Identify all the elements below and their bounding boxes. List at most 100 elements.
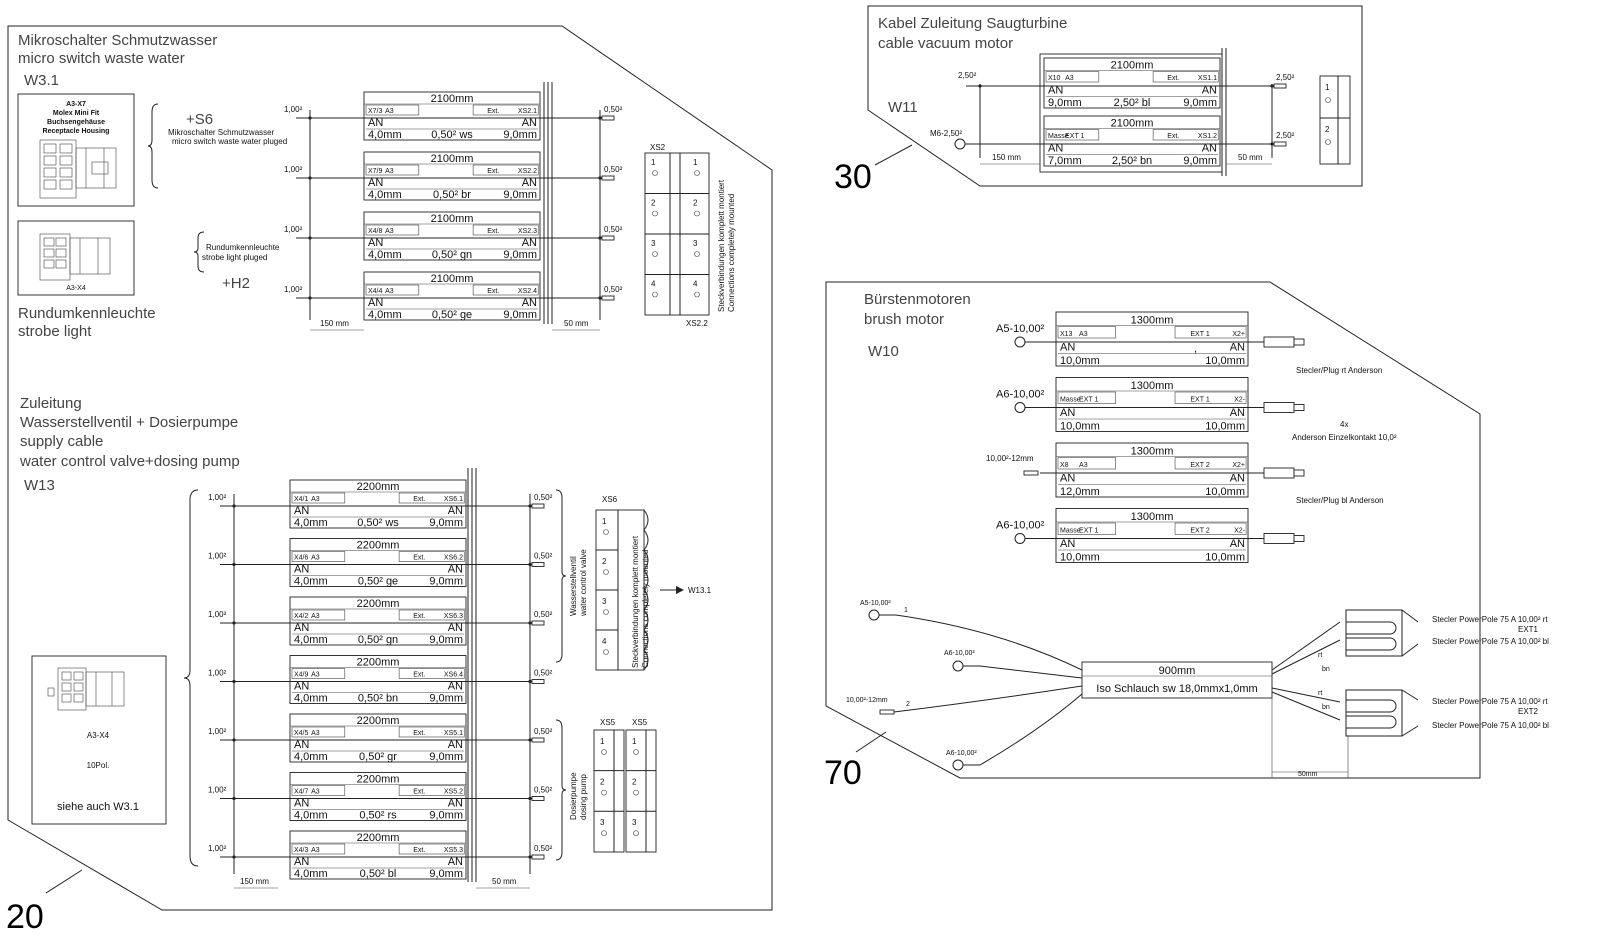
- pp-rt-2: Stecler PowerPole 75 A 10,00² rt: [1432, 697, 1548, 706]
- brace-xs6: [555, 489, 567, 663]
- w31-row-2-ext: Ext.: [487, 168, 499, 175]
- w13-row-1-dst-cell: [398, 492, 465, 504]
- w10-code: W10: [868, 343, 899, 360]
- w13-row-4-box: [289, 655, 467, 704]
- w31-row-3-an-right: AN: [522, 237, 537, 249]
- w10-row-1-length: 1300mm: [1131, 315, 1174, 327]
- w31-cs-out-2: 0,50²: [604, 165, 623, 174]
- w13-row-1-box: [289, 479, 467, 529]
- w13-row-6-an-right: AN: [448, 798, 463, 810]
- pp-ext1: EXT1: [1518, 625, 1539, 634]
- w13-row-2-dst-cell: [398, 551, 465, 562]
- w13-row-3-spec: 0,50² gn: [358, 634, 398, 646]
- w31-row-1-src-cell: [365, 104, 420, 116]
- w31-row-4-right-val: 9,0mm: [503, 309, 537, 321]
- w13-row-5-an-left: AN: [294, 739, 309, 751]
- w11-row-1-length: 2100mm: [1111, 60, 1154, 72]
- leader-30: [874, 144, 913, 166]
- w11-out-2-ferrule: [1273, 141, 1287, 147]
- w10-row-1-an-right: AN: [1230, 342, 1245, 354]
- w13-out-5-ferrule: [531, 737, 545, 743]
- w31-row-4-ext: Ext.: [487, 288, 499, 295]
- xs6-label: XS6: [602, 495, 618, 504]
- w11-row-1-spec: 2,50² bl: [1114, 97, 1151, 109]
- w10-row-1-dst: X2+: [1232, 331, 1245, 338]
- w13-row-6-a: A3: [311, 789, 320, 796]
- wire-a5-ring-icon: [868, 609, 880, 621]
- w10-row-2-dst: X2-: [1234, 397, 1246, 404]
- w31-row-4-spec: 0,50² ge: [432, 309, 472, 321]
- w31-row-4-dst: XS2.4: [518, 288, 537, 295]
- xs22-pin-hole-1: [694, 170, 700, 176]
- w13-row-1-an-left: AN: [294, 505, 309, 517]
- w13-row-2-left-val: 4,0mm: [294, 576, 328, 588]
- xs2-pin-hole-3: [652, 251, 658, 257]
- w13-row-3-src-cell: [291, 609, 346, 621]
- xs22-pin-4: 4: [693, 280, 698, 289]
- w13-row-2-a: A3: [311, 555, 320, 562]
- w13-row-3-right-val: 9,0mm: [429, 634, 463, 646]
- out-wire-rt1: [1271, 621, 1341, 671]
- w11-title-2: cable vacuum motor: [878, 35, 1013, 52]
- w11-row-2-an-right: AN: [1202, 143, 1217, 155]
- w13-row-1-length: 2200mm: [357, 481, 400, 493]
- w13-a3x4-label: A3-X4: [87, 731, 110, 740]
- xs5-body-b: [625, 729, 657, 853]
- w31-row-4-a: A3: [385, 288, 394, 295]
- w11-out-1-ferrule: [1273, 83, 1287, 89]
- w31-row-2-right-val: 9,0mm: [503, 189, 537, 201]
- out-wire-bn1: [1271, 639, 1341, 675]
- connector-a3x4-frame: [17, 220, 135, 296]
- w31-row-3-src-cell: [365, 224, 420, 236]
- xs2-pin-hole-4: [652, 291, 658, 298]
- w10-row-2-an-right: AN: [1230, 407, 1245, 419]
- w13-row-2-dst: XS6.2: [444, 555, 463, 562]
- w31-row-2-an-right: AN: [522, 177, 537, 189]
- w13-row-4-src-cell: [291, 668, 346, 679]
- w31-cs-out-1: 0,50²: [604, 105, 623, 114]
- w13-see: siehe auch W3.1: [57, 801, 139, 813]
- w31-row-3-dst: XS2.3: [518, 228, 537, 235]
- brace-w13: [183, 489, 199, 867]
- xs6-pin-2: 2: [602, 557, 607, 566]
- w13-row-7-dst-cell: [398, 843, 465, 855]
- w31-cs-in-1: 1,00²: [284, 105, 303, 114]
- w13-row-7-dst: XS5.3: [444, 847, 463, 854]
- hose-spec: Iso Schlauch sw 18,0mmx1,0mm: [1096, 683, 1257, 695]
- w13-row-7-a: A3: [311, 847, 320, 854]
- w13-row-4-left-val: 4,0mm: [294, 693, 328, 705]
- w10-plug-body-4: [1263, 533, 1295, 544]
- xs6-pin-hole-3: [603, 609, 609, 615]
- w13-poles: 10Pol.: [87, 761, 110, 770]
- xs6-pin-3: 3: [602, 597, 607, 606]
- wire-a5-path: [895, 614, 1083, 671]
- w10-row-4-src: Masse: [1060, 528, 1081, 535]
- w31-row-2-left-val: 4,0mm: [368, 189, 402, 201]
- w13-cs-in-4: 1,00²: [208, 669, 227, 678]
- w31-row-3-box: [363, 211, 541, 261]
- w10-row-3-length: 1300mm: [1131, 446, 1174, 458]
- w10-in-3: 10,00²-12mm: [986, 454, 1034, 463]
- wire-12-num: 2: [906, 701, 910, 708]
- xs5-label-b: XS5: [632, 718, 648, 727]
- xs6-pin-1: 1: [602, 517, 607, 526]
- w13-row-1-src: X4/1: [294, 496, 309, 503]
- w13-out-3-ferrule: [531, 620, 545, 626]
- w31-row-2-spec: 0,50² br: [433, 189, 471, 201]
- w10-comma: ,: [1194, 343, 1197, 355]
- w10-row-1-ext: EXT 1: [1190, 331, 1209, 338]
- w13-row-1-a: A3: [311, 496, 320, 503]
- xs2-pin-hole-1: [652, 170, 658, 176]
- w31-cs-in-4: 1,00²: [284, 285, 303, 294]
- w31-row-3-ext: Ext.: [487, 228, 499, 235]
- w13-row-7-src: X4/3: [294, 847, 309, 854]
- w13-row-7-left-val: 4,0mm: [294, 868, 328, 880]
- w10-in-4: A6-10,00²: [996, 520, 1045, 532]
- plug-rt-label: Stecler/Plug rt Anderson: [1296, 366, 1382, 375]
- w31-title-1: Mikroschalter Schmutzwasser: [18, 32, 217, 49]
- w31-row-1-right-val: 9,0mm: [503, 129, 537, 141]
- w31-row-4-src-cell: [365, 284, 420, 296]
- xs22-label: XS2.2: [686, 319, 708, 328]
- w13-row-3-an-right: AN: [448, 622, 463, 634]
- w13-cs-in-1: 1,00²: [208, 493, 227, 502]
